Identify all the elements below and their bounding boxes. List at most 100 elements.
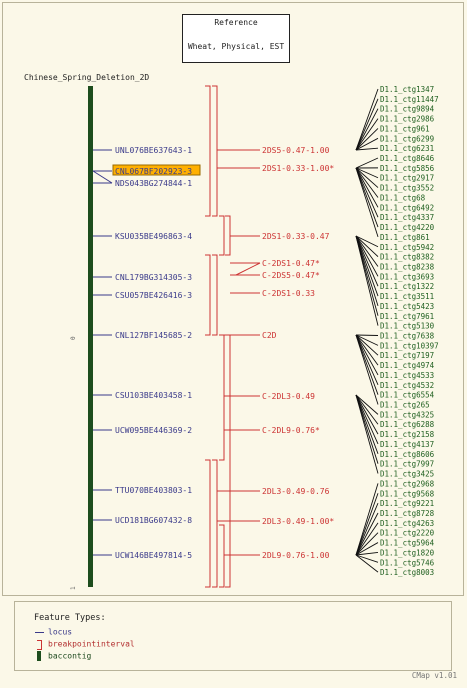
contig-label[interactable]: D1.1_ctg5856 bbox=[380, 164, 435, 173]
contig-label[interactable]: D1.1_ctg8238 bbox=[380, 262, 435, 271]
chromosome-bar[interactable] bbox=[88, 86, 93, 587]
reference-box[interactable] bbox=[182, 14, 290, 63]
contig-label[interactable]: D1.1_ctg4220 bbox=[380, 223, 435, 232]
locus-9[interactable]: UCW095BE446369-2 bbox=[93, 426, 192, 435]
breakpoint-bracket-3[interactable] bbox=[219, 215, 225, 256]
contig-label[interactable]: D1.1_ctg4263 bbox=[380, 519, 434, 528]
contig-label[interactable]: D1.1_ctg265 bbox=[380, 401, 430, 410]
contig-label[interactable]: D1.1_ctg5423 bbox=[380, 302, 434, 311]
correspondence-line bbox=[355, 235, 379, 257]
contig-label[interactable]: D1.1_ctg2220 bbox=[380, 529, 435, 538]
bin-label-9[interactable]: C-2DL9-0.76* bbox=[224, 426, 320, 435]
contig-label[interactable]: D1.1_ctg9221 bbox=[380, 499, 434, 508]
breakpoint-bracket-2[interactable] bbox=[212, 85, 218, 217]
contig-label[interactable]: D1.1_ctg68 bbox=[380, 193, 426, 202]
breakpoint-bracket-4[interactable] bbox=[225, 215, 231, 256]
locus-7[interactable]: CNL127BF145685-2 bbox=[93, 331, 192, 340]
contig-label[interactable]: D1.1_ctg1820 bbox=[380, 548, 435, 557]
contig-label[interactable]: D1.1_ctg7638 bbox=[380, 332, 435, 341]
contig-label[interactable]: D1.1_ctg8646 bbox=[380, 154, 435, 163]
locus-8[interactable]: CSU103BE403458-1 bbox=[93, 391, 192, 400]
bin-label-7[interactable]: C2D bbox=[224, 331, 277, 340]
contig-label[interactable]: D1.1_ctg3425 bbox=[380, 470, 434, 479]
correspondence-line bbox=[355, 394, 379, 474]
correspondence-line bbox=[355, 157, 379, 169]
locus-highlight bbox=[112, 164, 201, 176]
frame-border bbox=[2, 2, 464, 596]
locus-12[interactable]: UCW146BE497814-5 bbox=[93, 551, 192, 560]
bin-label-4[interactable]: C-2DS1-0.47* bbox=[230, 259, 320, 268]
contig-label[interactable]: D1.1_ctg1322 bbox=[380, 282, 434, 291]
locus-connector bbox=[92, 170, 113, 184]
contig-label[interactable]: D1.1_ctg2158 bbox=[380, 430, 435, 439]
contig-label[interactable]: D1.1_ctg3511 bbox=[380, 292, 434, 301]
breakpoint-bracket-7[interactable] bbox=[219, 334, 225, 461]
contig-label[interactable]: D1.1_ctg2968 bbox=[380, 479, 435, 488]
contig-label[interactable]: D1.1_ctg8606 bbox=[380, 450, 435, 459]
map-title[interactable]: Chinese_Spring_Deletion_2D bbox=[24, 73, 149, 82]
correspondence-line bbox=[355, 167, 379, 238]
contig-label[interactable]: D1.1_ctg4137 bbox=[380, 440, 434, 449]
bin-label-2[interactable]: 2DS1-0.33-1.00* bbox=[217, 164, 334, 173]
locus-11[interactable]: UCD181BG607432-8 bbox=[93, 516, 192, 525]
breakpoint-bracket-10[interactable] bbox=[212, 459, 218, 588]
contig-label[interactable]: D1.1_ctg5942 bbox=[380, 243, 434, 252]
breakpoint-bracket-6[interactable] bbox=[212, 254, 218, 336]
locus-10[interactable]: TTU070BE403803-1 bbox=[93, 486, 192, 495]
bin-label-1[interactable]: 2DS5-0.47-1.00 bbox=[217, 146, 330, 155]
contig-label[interactable]: D1.1_ctg4532 bbox=[380, 381, 434, 390]
contig-label[interactable]: D1.1_ctg3693 bbox=[380, 272, 434, 281]
contig-label[interactable]: D1.1_ctg4325 bbox=[380, 410, 434, 419]
contig-label[interactable]: D1.1_ctg2917 bbox=[380, 174, 434, 183]
correspondence-line bbox=[355, 334, 379, 395]
contig-label[interactable]: D1.1_ctg10397 bbox=[380, 341, 439, 350]
bin-label-6[interactable]: C-2DS1-0.33 bbox=[230, 289, 315, 298]
bin-label-11[interactable]: 2DL3-0.49-1.00* bbox=[217, 517, 334, 526]
contig-label[interactable]: D1.1_ctg6231 bbox=[380, 144, 434, 153]
contig-label[interactable]: D1.1_ctg961 bbox=[380, 124, 430, 133]
contig-label[interactable]: D1.1_ctg5964 bbox=[380, 539, 435, 548]
breakpoint-bracket-1[interactable] bbox=[205, 85, 211, 217]
contig-label[interactable]: D1.1_ctg8003 bbox=[380, 568, 434, 577]
contig-label[interactable]: D1.1_ctg6288 bbox=[380, 420, 435, 429]
locus-6[interactable]: CSU057BE426416-3 bbox=[93, 291, 192, 300]
contig-label[interactable]: D1.1_ctg2986 bbox=[380, 115, 435, 124]
bin-label-5[interactable]: C-2DS5-0.47* bbox=[230, 271, 320, 280]
contig-label[interactable]: D1.1_ctg8728 bbox=[380, 509, 435, 518]
locus-1[interactable]: UNL076BE637643-1 bbox=[93, 146, 192, 155]
contig-label[interactable]: D1.1_ctg8382 bbox=[380, 253, 434, 262]
breakpoint-bracket-9[interactable] bbox=[205, 459, 211, 588]
contig-label[interactable]: D1.1_ctg1347 bbox=[380, 85, 434, 94]
contig-label[interactable]: D1.1_ctg9568 bbox=[380, 489, 435, 498]
contig-label[interactable]: D1.1_ctg5130 bbox=[380, 322, 435, 331]
contig-label[interactable]: D1.1_ctg7997 bbox=[380, 460, 434, 469]
contig-label[interactable]: D1.1_ctg4337 bbox=[380, 213, 434, 222]
locus-4[interactable]: KSU035BE496863-4 bbox=[93, 232, 192, 241]
bin-label-3[interactable]: 2DS1-0.33-0.47 bbox=[230, 232, 330, 241]
bin-label-12[interactable]: 2DL9-0.76-1.00 bbox=[224, 551, 330, 560]
contig-label[interactable]: D1.1_ctg6554 bbox=[380, 391, 435, 400]
locus-5[interactable]: CNL179BG314305-3 bbox=[93, 273, 192, 282]
locus-2[interactable]: CNL067BF202923-3 bbox=[93, 164, 201, 176]
contig-label[interactable]: D1.1_ctg11447 bbox=[380, 95, 439, 104]
contig-label[interactable]: D1.1_ctg6492 bbox=[380, 203, 434, 212]
contig-label[interactable]: D1.1_ctg7961 bbox=[380, 312, 434, 321]
breakpoint-bracket-8[interactable] bbox=[225, 334, 231, 588]
bin-label-8[interactable]: C-2DL3-0.49 bbox=[224, 392, 315, 401]
contig-label[interactable]: D1.1_ctg3552 bbox=[380, 184, 434, 193]
correspondence-line bbox=[355, 502, 379, 556]
contig-label[interactable]: D1.1_ctg4533 bbox=[380, 371, 434, 380]
contig-label[interactable]: D1.1_ctg9894 bbox=[380, 105, 435, 114]
contig-label[interactable]: D1.1_ctg4974 bbox=[380, 361, 435, 370]
breakpoint-bracket-5[interactable] bbox=[205, 254, 211, 336]
locus-3[interactable]: NDS043BG274844-1 bbox=[93, 179, 192, 188]
locus-label: UNL076BE637643-1 bbox=[115, 146, 192, 155]
contig-label[interactable]: D1.1_ctg7197 bbox=[380, 351, 434, 360]
contig-label[interactable]: D1.1_ctg861 bbox=[380, 233, 430, 242]
bin-label-10[interactable]: 2DL3-0.49-0.76 bbox=[217, 487, 330, 496]
contig-label[interactable]: D1.1_ctg6299 bbox=[380, 134, 434, 143]
bin-labels: 2DS5-0.47-1.00 2DS1-0.33-1.00* 2DS1-0.33-0… bbox=[217, 146, 334, 560]
contig-label[interactable]: D1.1_ctg5746 bbox=[380, 558, 435, 567]
breakpoint-bracket-11[interactable] bbox=[219, 524, 225, 588]
version-label: CMap v1.01 bbox=[411, 671, 457, 680]
